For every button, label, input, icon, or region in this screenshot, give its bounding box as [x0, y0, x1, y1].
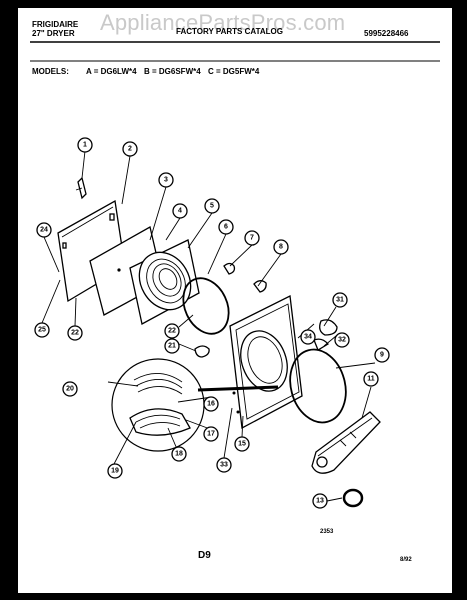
callout-31: 31 — [332, 292, 348, 308]
callout-25: 25 — [34, 322, 50, 338]
callout-17: 17 — [203, 426, 219, 442]
detail-inset — [111, 358, 205, 452]
callout-5: 5 — [204, 198, 220, 214]
svg-text:3: 3 — [164, 177, 168, 184]
svg-text:1: 1 — [83, 142, 87, 149]
callout-9: 9 — [374, 347, 390, 363]
svg-text:31: 31 — [336, 297, 344, 304]
leader-lines — [41, 150, 376, 502]
callout-3: 3 — [158, 172, 174, 188]
part-front-bulkhead — [129, 239, 200, 325]
callout-19: 19 — [107, 463, 123, 479]
svg-text:16: 16 — [207, 401, 215, 408]
catalog-title: FACTORY PARTS CATALOG — [176, 27, 283, 36]
svg-text:19: 19 — [111, 468, 119, 475]
model-b: B = DG6SFW*4 — [144, 67, 201, 76]
callout-2: 2 — [122, 141, 138, 157]
part-drum-seal — [289, 348, 347, 424]
date-code: 8/92 — [400, 557, 412, 563]
svg-text:6: 6 — [224, 224, 228, 231]
callout-1: 1 — [77, 137, 93, 153]
callout-16: 16 — [203, 396, 219, 412]
callout-4: 4 — [172, 203, 188, 219]
exploded-parts-diagram: 1 2 3 4 5 6 7 8 24 25 22 22 21 31 34 32 … — [30, 41, 440, 509]
brand-name: FRIGIDAIRE — [32, 20, 79, 29]
callout-18: 18 — [171, 446, 187, 462]
callout-21: 21 — [164, 338, 180, 354]
svg-text:4: 4 — [178, 208, 182, 215]
svg-text:22: 22 — [168, 328, 176, 335]
svg-text:11: 11 — [367, 376, 375, 383]
svg-text:7: 7 — [250, 235, 254, 242]
part-bearing-pad — [313, 338, 329, 351]
page-code: D9 — [198, 550, 211, 561]
part-rear-bulkhead — [229, 295, 303, 430]
svg-text:21: 21 — [168, 343, 176, 350]
part-clip — [75, 176, 87, 200]
part-small-ring — [342, 488, 364, 508]
svg-text:9: 9 — [380, 352, 384, 359]
callout-20: 20 — [62, 381, 78, 397]
svg-text:5: 5 — [210, 203, 214, 210]
svg-text:32: 32 — [338, 337, 346, 344]
callout-22b: 22 — [164, 323, 180, 339]
callout-22a: 22 — [67, 325, 83, 341]
callout-33: 33 — [216, 457, 232, 473]
svg-text:15: 15 — [238, 441, 246, 448]
figure-number: 2353 — [320, 529, 334, 535]
svg-text:33: 33 — [220, 462, 228, 469]
catalog-page: AppliancePartsPros.com FRIGIDAIRE 27" DR… — [18, 8, 452, 593]
model-a: A = DG6LW*4 — [86, 67, 137, 76]
svg-text:18: 18 — [175, 451, 183, 458]
svg-text:20: 20 — [66, 386, 74, 393]
model-c: C = DG5FW*4 — [208, 67, 260, 76]
callout-15: 15 — [234, 436, 250, 452]
svg-text:8: 8 — [279, 244, 283, 251]
svg-text:25: 25 — [38, 327, 46, 334]
catalog-number: 5995228466 — [364, 29, 409, 38]
part-felt-seal — [182, 277, 230, 335]
part-bracket — [223, 262, 236, 275]
detail-pointer — [197, 385, 279, 392]
svg-text:13: 13 — [316, 498, 324, 505]
svg-text:24: 24 — [40, 227, 48, 234]
callout-13: 13 — [312, 493, 328, 509]
svg-text:17: 17 — [207, 431, 215, 438]
callout-6: 6 — [218, 219, 234, 235]
callout-34: 34 — [300, 329, 316, 345]
part-lint-duct — [311, 411, 381, 474]
callout-32: 32 — [334, 332, 350, 348]
watermark: AppliancePartsPros.com — [100, 10, 346, 35]
part-lamp-socket — [194, 345, 210, 358]
part-switch — [253, 280, 267, 293]
models-label: MODELS: — [32, 67, 69, 76]
callout-8: 8 — [273, 239, 289, 255]
callout-7: 7 — [244, 230, 260, 246]
callout-11: 11 — [363, 371, 379, 387]
svg-text:34: 34 — [304, 334, 312, 341]
svg-text:2: 2 — [128, 146, 132, 153]
callout-24: 24 — [36, 222, 52, 238]
part-bearing — [319, 319, 338, 336]
product-type: 27" DRYER — [32, 29, 75, 38]
svg-text:22: 22 — [71, 330, 79, 337]
